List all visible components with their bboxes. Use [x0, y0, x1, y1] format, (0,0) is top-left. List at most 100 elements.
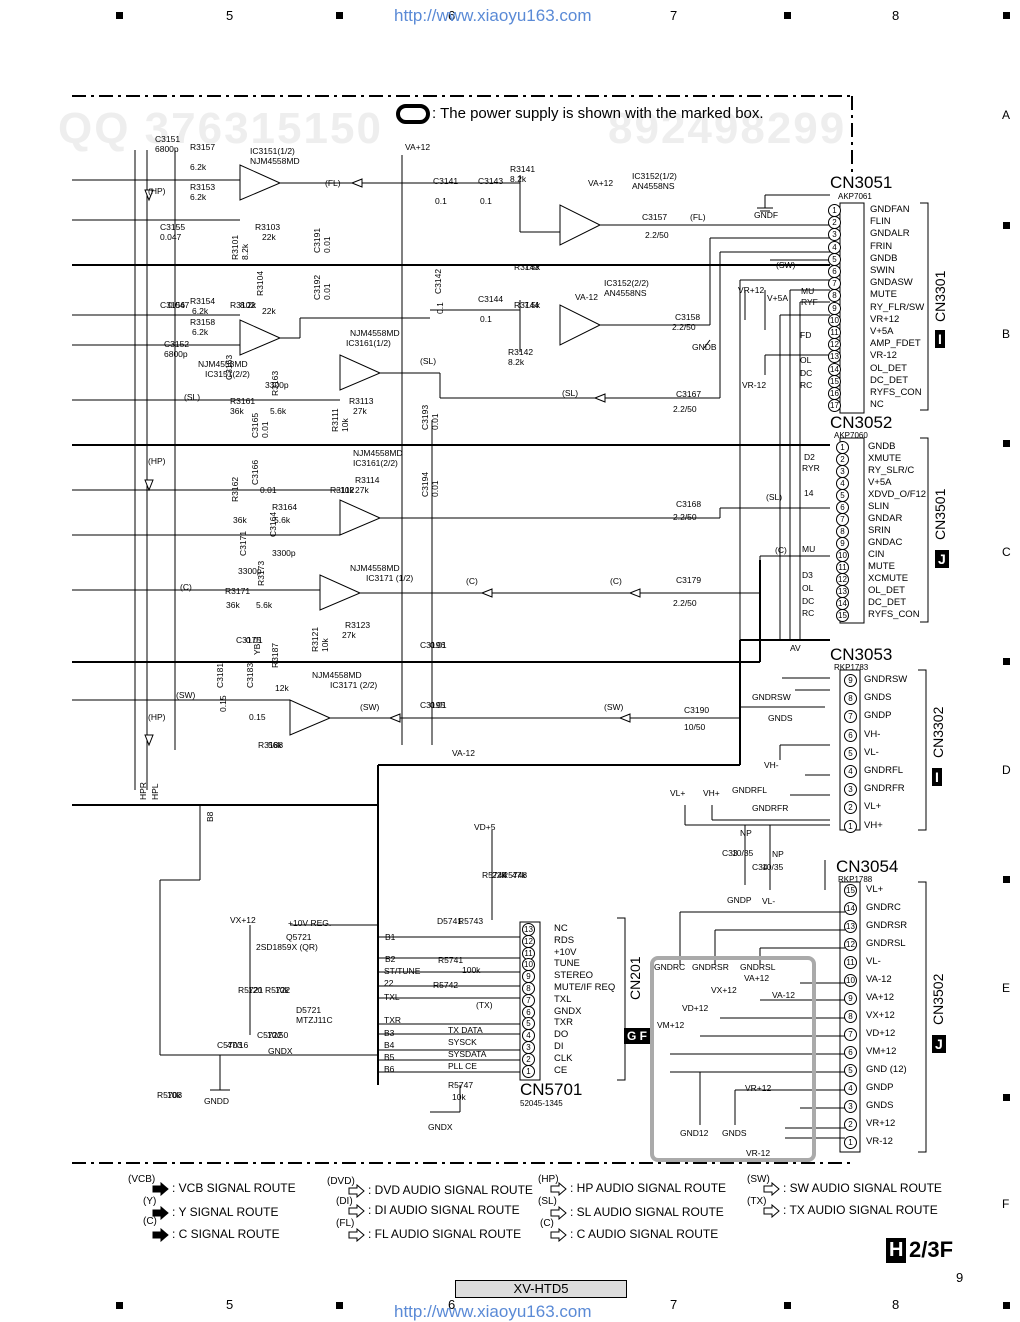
- pin-label: GNDRFL: [864, 765, 904, 776]
- pin-label: GNDAR: [868, 513, 903, 524]
- rail-label: VA-12: [772, 990, 795, 1000]
- ic-label: IC3171 (1/2): [366, 573, 414, 583]
- pin-number: 5: [828, 252, 841, 266]
- net-label: RYF: [801, 297, 818, 307]
- pin-number: 17: [828, 399, 841, 413]
- pin-number: 8: [844, 1010, 857, 1023]
- component-label: 0.15: [249, 712, 266, 722]
- ic-label: IC3152(2/2): [604, 278, 649, 288]
- pin-label: AMP_FDET: [870, 338, 921, 350]
- pin-number: 11: [828, 326, 841, 339]
- component-label: 10k: [452, 1092, 466, 1102]
- route-arrow-icon: [152, 1182, 169, 1196]
- component-label: 10/35: [732, 848, 754, 858]
- net-label: (HP): [148, 186, 166, 196]
- legend-tag: (DVD): [327, 1176, 355, 1187]
- component-label: R3144: [514, 300, 540, 310]
- connector-part-cn3054: RKP1788: [838, 875, 873, 884]
- registration-mark: [1003, 440, 1010, 447]
- ic-label: NJM4558MD: [350, 328, 400, 338]
- ic-label: IC3152(1/2): [632, 171, 677, 181]
- net-label: (C): [610, 576, 622, 586]
- component-label: C3164: [268, 511, 278, 537]
- connector-title-cn3052: CN3052: [830, 413, 893, 432]
- component-label: 2.2/50: [672, 322, 696, 332]
- pin-number: 4: [828, 240, 841, 254]
- rail-label: VR+12: [745, 1083, 772, 1093]
- pin-label: GNDB: [870, 252, 898, 264]
- ic-label: NJM4558MD: [353, 448, 403, 458]
- component-label: 0.1: [435, 196, 447, 206]
- route-arrow-icon: [550, 1228, 567, 1242]
- ground-label: GNDS: [722, 1128, 747, 1138]
- board-badge: I: [932, 768, 942, 786]
- net-label: B3: [384, 1028, 395, 1038]
- component-label: R5742: [433, 980, 459, 990]
- board-badge: J: [932, 1035, 946, 1053]
- component-label: R3162: [230, 476, 240, 502]
- pin-number: 6: [844, 1046, 857, 1059]
- pin-label: +10V: [554, 946, 577, 958]
- component-label: C34: [752, 862, 768, 872]
- ic-label: AN4558NS: [604, 288, 647, 298]
- legend-text: : DVD AUDIO SIGNAL ROUTE: [368, 1183, 533, 1197]
- component-label: 0.01: [322, 283, 332, 300]
- component-label: 22k: [262, 232, 276, 242]
- rail-label: +10V REG.: [288, 918, 332, 928]
- pin-number: 6: [828, 265, 841, 278]
- page-code: 2/3F: [909, 1237, 954, 1262]
- net-label: D3: [802, 570, 813, 580]
- component-label: 0.01: [430, 480, 440, 497]
- pin-number: 14: [828, 362, 841, 376]
- legend-tag: (VCB): [128, 1174, 156, 1185]
- component-label: 10k: [167, 1090, 181, 1100]
- pin-label: CLK: [554, 1052, 573, 1064]
- component-label: C3183: [245, 662, 255, 688]
- component-label: 22k: [492, 870, 506, 880]
- page-number: 9: [956, 1270, 964, 1285]
- pin-number: 1: [522, 1064, 535, 1078]
- component-label: 100k: [462, 965, 481, 975]
- component-label: C3191: [312, 227, 322, 253]
- legend-text: : SL AUDIO SIGNAL ROUTE: [570, 1205, 724, 1219]
- rail-label: VA-12: [452, 748, 475, 758]
- net-label: DC: [800, 368, 813, 378]
- component-label: 0.01: [246, 635, 263, 645]
- component-label: C3163: [224, 354, 234, 380]
- pin-label: GNDP: [864, 710, 892, 722]
- rail-label: VA+12: [405, 142, 431, 152]
- component-label: R3112: [330, 485, 355, 495]
- registration-mark: [1003, 12, 1010, 19]
- pin-number: 9: [844, 674, 857, 687]
- ground-label: GNDRSW: [752, 692, 791, 702]
- net-label: NP: [740, 828, 752, 838]
- rail-label: VA-12: [575, 292, 598, 302]
- component-label: R3157: [190, 142, 216, 152]
- connector-title-cn5701: CN5701: [520, 1080, 583, 1099]
- pin-label: OL_DET: [870, 362, 907, 374]
- component-label: C3190: [684, 705, 710, 715]
- component-label: 5.6k: [256, 600, 273, 610]
- component-label: 27k: [342, 630, 356, 640]
- component-label: 3300p: [238, 566, 262, 576]
- board-badge: J: [935, 550, 949, 568]
- connector-part-cn3051: AKP7061: [838, 192, 872, 201]
- rail-label: VL+: [670, 788, 686, 798]
- registration-mark: [1003, 658, 1010, 665]
- rail-label: VA+12: [588, 178, 614, 188]
- component-label: C3167: [676, 389, 702, 399]
- component-label: C3193: [420, 404, 430, 430]
- component-label: 27k: [355, 485, 369, 495]
- legend-tag: (FL): [336, 1218, 355, 1229]
- component-label: 10/50: [684, 722, 706, 732]
- component-label: R3102: [230, 300, 256, 310]
- pin-label: FRIN: [870, 240, 893, 252]
- ground-label: GNDRFR: [752, 803, 789, 813]
- pin-number: 9: [844, 992, 857, 1005]
- component-label: 5.6k: [270, 406, 287, 416]
- component-label: 12k: [275, 683, 289, 693]
- pin-label: GNDRFR: [864, 783, 905, 795]
- net-label: (SL): [184, 392, 201, 402]
- net-label: (C): [180, 582, 192, 592]
- pin-label: GNDRSW: [864, 674, 908, 685]
